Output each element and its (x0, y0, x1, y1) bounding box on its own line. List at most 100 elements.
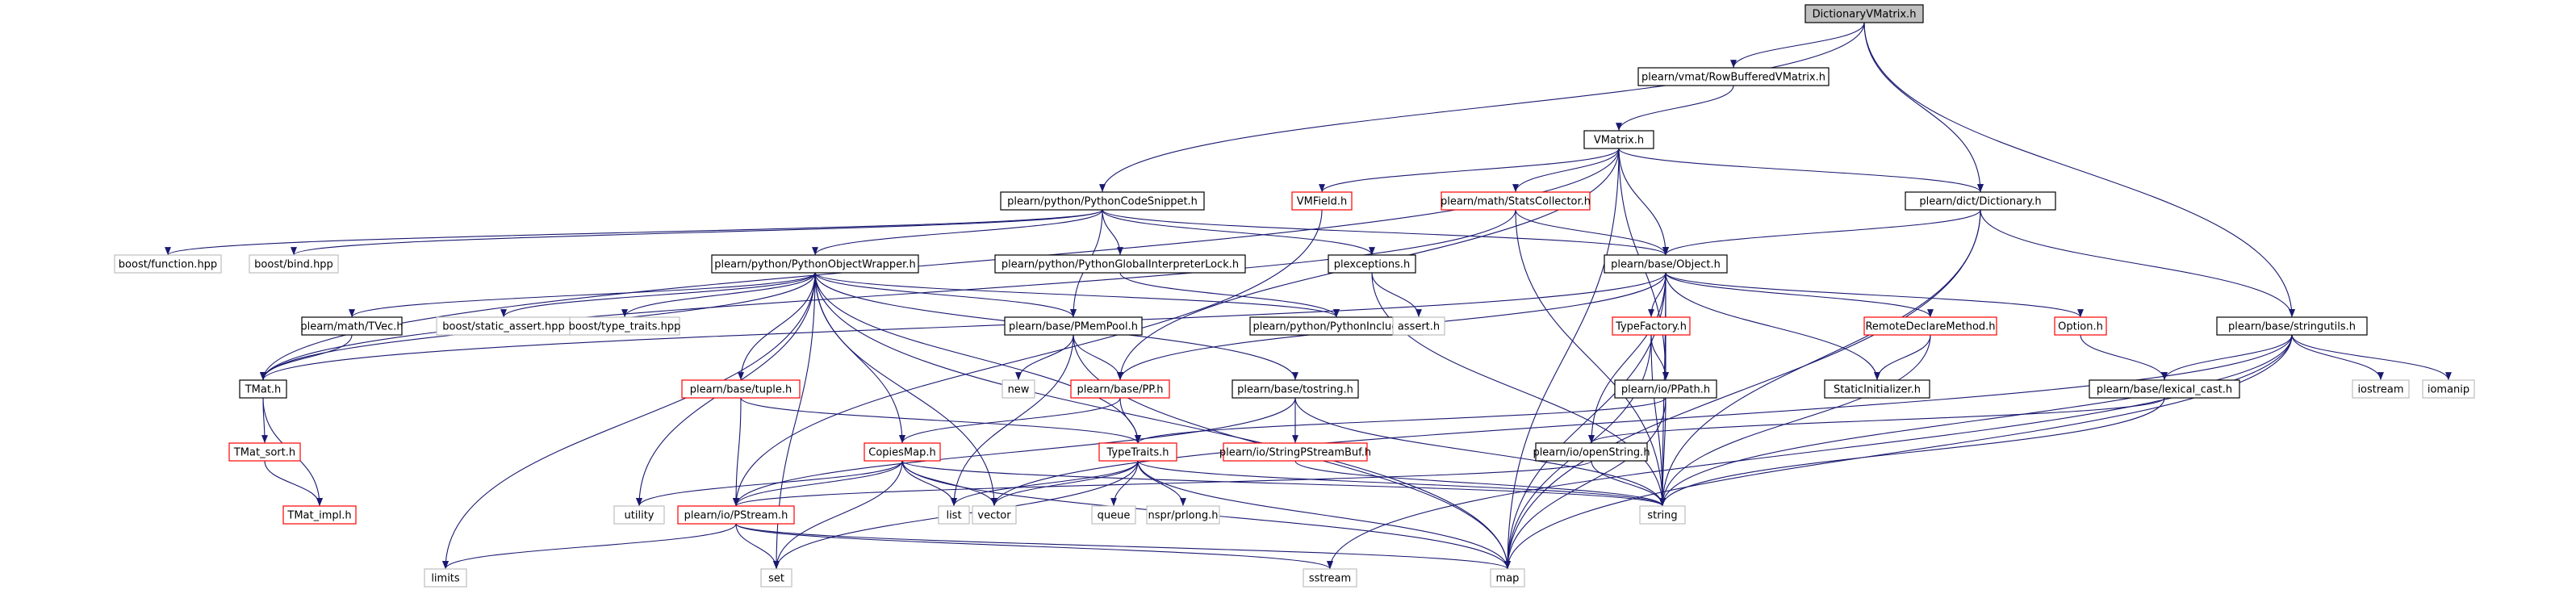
edge-object-to-option (1665, 272, 2084, 318)
node-limits[interactable]: limits (424, 568, 467, 588)
node-bsa[interactable]: boost/static_assert.hpp (436, 316, 571, 336)
node-box (2352, 379, 2410, 399)
node-rowbuf[interactable]: plearn/vmat/RowBufferedVMatrix.h (1637, 67, 1830, 86)
edge-line (442, 523, 737, 570)
edge-line (2080, 334, 2168, 381)
node-string[interactable]: string (1639, 505, 1686, 525)
node-label: StaticInitializer.h (1834, 384, 1921, 396)
node-option[interactable]: Option.h (2054, 316, 2107, 336)
node-box (938, 505, 970, 525)
node-openstr[interactable]: plearn/io/openString.h (1533, 442, 1650, 462)
node-ssbuf[interactable]: plearn/io/StringPStreamBuf.h (1219, 442, 1371, 462)
edge-line (1102, 209, 1669, 256)
node-tostr[interactable]: plearn/base/tostring.h (1232, 379, 1359, 399)
edge-sutil-to-string (1659, 334, 2293, 507)
edge-line (1863, 22, 1984, 193)
node-label: plearn/python/PythonCodeSnippet.h (1007, 196, 1198, 208)
node-tmimpl[interactable]: TMat_impl.h (282, 505, 357, 525)
node-box (249, 254, 339, 274)
node-sutil[interactable]: plearn/base/stringutils.h (2216, 316, 2368, 336)
node-btt[interactable]: boost/type_traits.hpp (569, 316, 681, 336)
edge-line (740, 397, 1141, 444)
node-iostream[interactable]: iostream (2352, 379, 2410, 399)
edge-dictvm-to-sutil (1863, 22, 2295, 318)
node-iomanip[interactable]: iomanip (2422, 379, 2475, 399)
edge-line (901, 460, 997, 507)
node-copies[interactable]: CopiesMap.h (864, 442, 941, 462)
node-newh[interactable]: new (1002, 379, 1035, 399)
node-btuple[interactable]: plearn/base/tuple.h (681, 379, 801, 399)
node-queue[interactable]: queue (1091, 505, 1136, 525)
node-lcast[interactable]: plearn/base/lexical_cast.h (2089, 379, 2240, 399)
node-label: plexceptions.h (1334, 259, 1411, 271)
node-box (677, 505, 795, 525)
node-map[interactable]: map (1490, 568, 1525, 588)
edge-btuple-to-pstream (733, 397, 742, 507)
edge-vmatrix-to-map (1504, 148, 1620, 570)
node-rdecl[interactable]: RemoteDeclareMethod.h (1863, 316, 1997, 336)
node-set[interactable]: set (760, 568, 792, 588)
node-utility[interactable]: utility (613, 505, 665, 525)
node-label: TMat_sort.h (233, 447, 295, 459)
node-pycode[interactable]: plearn/python/PythonCodeSnippet.h (1000, 191, 1205, 211)
edge-line (733, 460, 903, 507)
node-pyinc[interactable]: plearn/python/PythonIncludes.h (1249, 316, 1424, 336)
node-pstream[interactable]: plearn/io/PStream.h (677, 505, 795, 525)
node-box (1583, 130, 1654, 149)
edge-line (1980, 209, 2295, 318)
node-box (1098, 442, 1177, 462)
node-ppath[interactable]: plearn/io/PPath.h (1614, 379, 1717, 399)
edge-ssbuf-to-string (1294, 460, 1666, 507)
node-sstream[interactable]: sstream (1303, 568, 1357, 588)
node-asserth[interactable]: assert.h (1392, 316, 1445, 336)
edge-ppath-to-map (1504, 397, 1666, 570)
node-label: plearn/math/StatsCollector.h (1441, 196, 1591, 208)
edge-line (260, 209, 1516, 381)
edge-line (1618, 148, 1669, 256)
edge-dictionary-to-object (1662, 209, 1981, 256)
node-dictvm[interactable]: DictionaryVMatrix.h (1804, 4, 1924, 23)
edge-copies-to-string (901, 460, 1666, 507)
node-label: utility (625, 510, 654, 522)
node-vmatrix[interactable]: VMatrix.h (1583, 130, 1654, 149)
edge-line (349, 272, 816, 318)
node-pygil[interactable]: plearn/python/PythonGlobalInterpreterLoc… (994, 254, 1246, 274)
node-list[interactable]: list (938, 505, 970, 525)
node-tmat[interactable]: TMat.h (239, 379, 287, 399)
node-label: boost/bind.hpp (254, 259, 333, 271)
edge-line (899, 397, 1121, 444)
node-vmfield[interactable]: VMField.h (1291, 191, 1353, 211)
node-bbind[interactable]: boost/bind.hpp (249, 254, 339, 274)
node-tmsort[interactable]: TMat_sort.h (228, 442, 301, 462)
node-pyobj[interactable]: plearn/python/PythonObjectWrapper.h (711, 254, 919, 274)
node-label: VMatrix.h (1594, 135, 1644, 147)
node-plexc[interactable]: plexceptions.h (1328, 254, 1416, 274)
nodes-layer: DictionaryVMatrix.h plearn/vmat/RowBuffer… (114, 4, 2475, 588)
node-stats[interactable]: plearn/math/StatsCollector.h (1441, 191, 1591, 211)
node-sinit[interactable]: StaticInitializer.h (1824, 379, 1930, 399)
node-bfunc[interactable]: boost/function.hpp (114, 254, 222, 274)
node-ttraits[interactable]: TypeTraits.h (1098, 442, 1177, 462)
edge-line (1659, 397, 1666, 507)
node-vector[interactable]: vector (972, 505, 1017, 525)
edge-line (500, 272, 816, 318)
edge-line (733, 209, 1323, 507)
node-pmem[interactable]: plearn/base/PMemPool.h (1004, 316, 1143, 336)
edge-line (1504, 148, 1620, 570)
node-tfact[interactable]: TypeFactory.h (1612, 316, 1691, 336)
edge-line (735, 523, 1511, 570)
node-object[interactable]: plearn/base/Object.h (1604, 254, 1728, 274)
edge-line (1073, 334, 1123, 381)
node-nspr[interactable]: nspr/prlong.h (1146, 505, 1220, 525)
edge-line (1591, 460, 1666, 507)
edge-dictvm-to-rowbuf (1730, 22, 1865, 69)
node-tvec[interactable]: plearn/math/TVec.h (300, 316, 404, 336)
edge-sutil-to-sstream (1327, 334, 2293, 570)
node-dictionary[interactable]: plearn/dict/Dictionary.h (1905, 191, 2056, 211)
edge-pmem-to-newh (1015, 334, 1074, 381)
edge-tvec-to-tmat (260, 334, 353, 381)
edge-line (1730, 22, 1865, 69)
edge-line (812, 209, 1103, 256)
node-pp[interactable]: plearn/base/PP.h (1070, 379, 1170, 399)
edge-rdecl-to-sinit (1874, 334, 1931, 381)
